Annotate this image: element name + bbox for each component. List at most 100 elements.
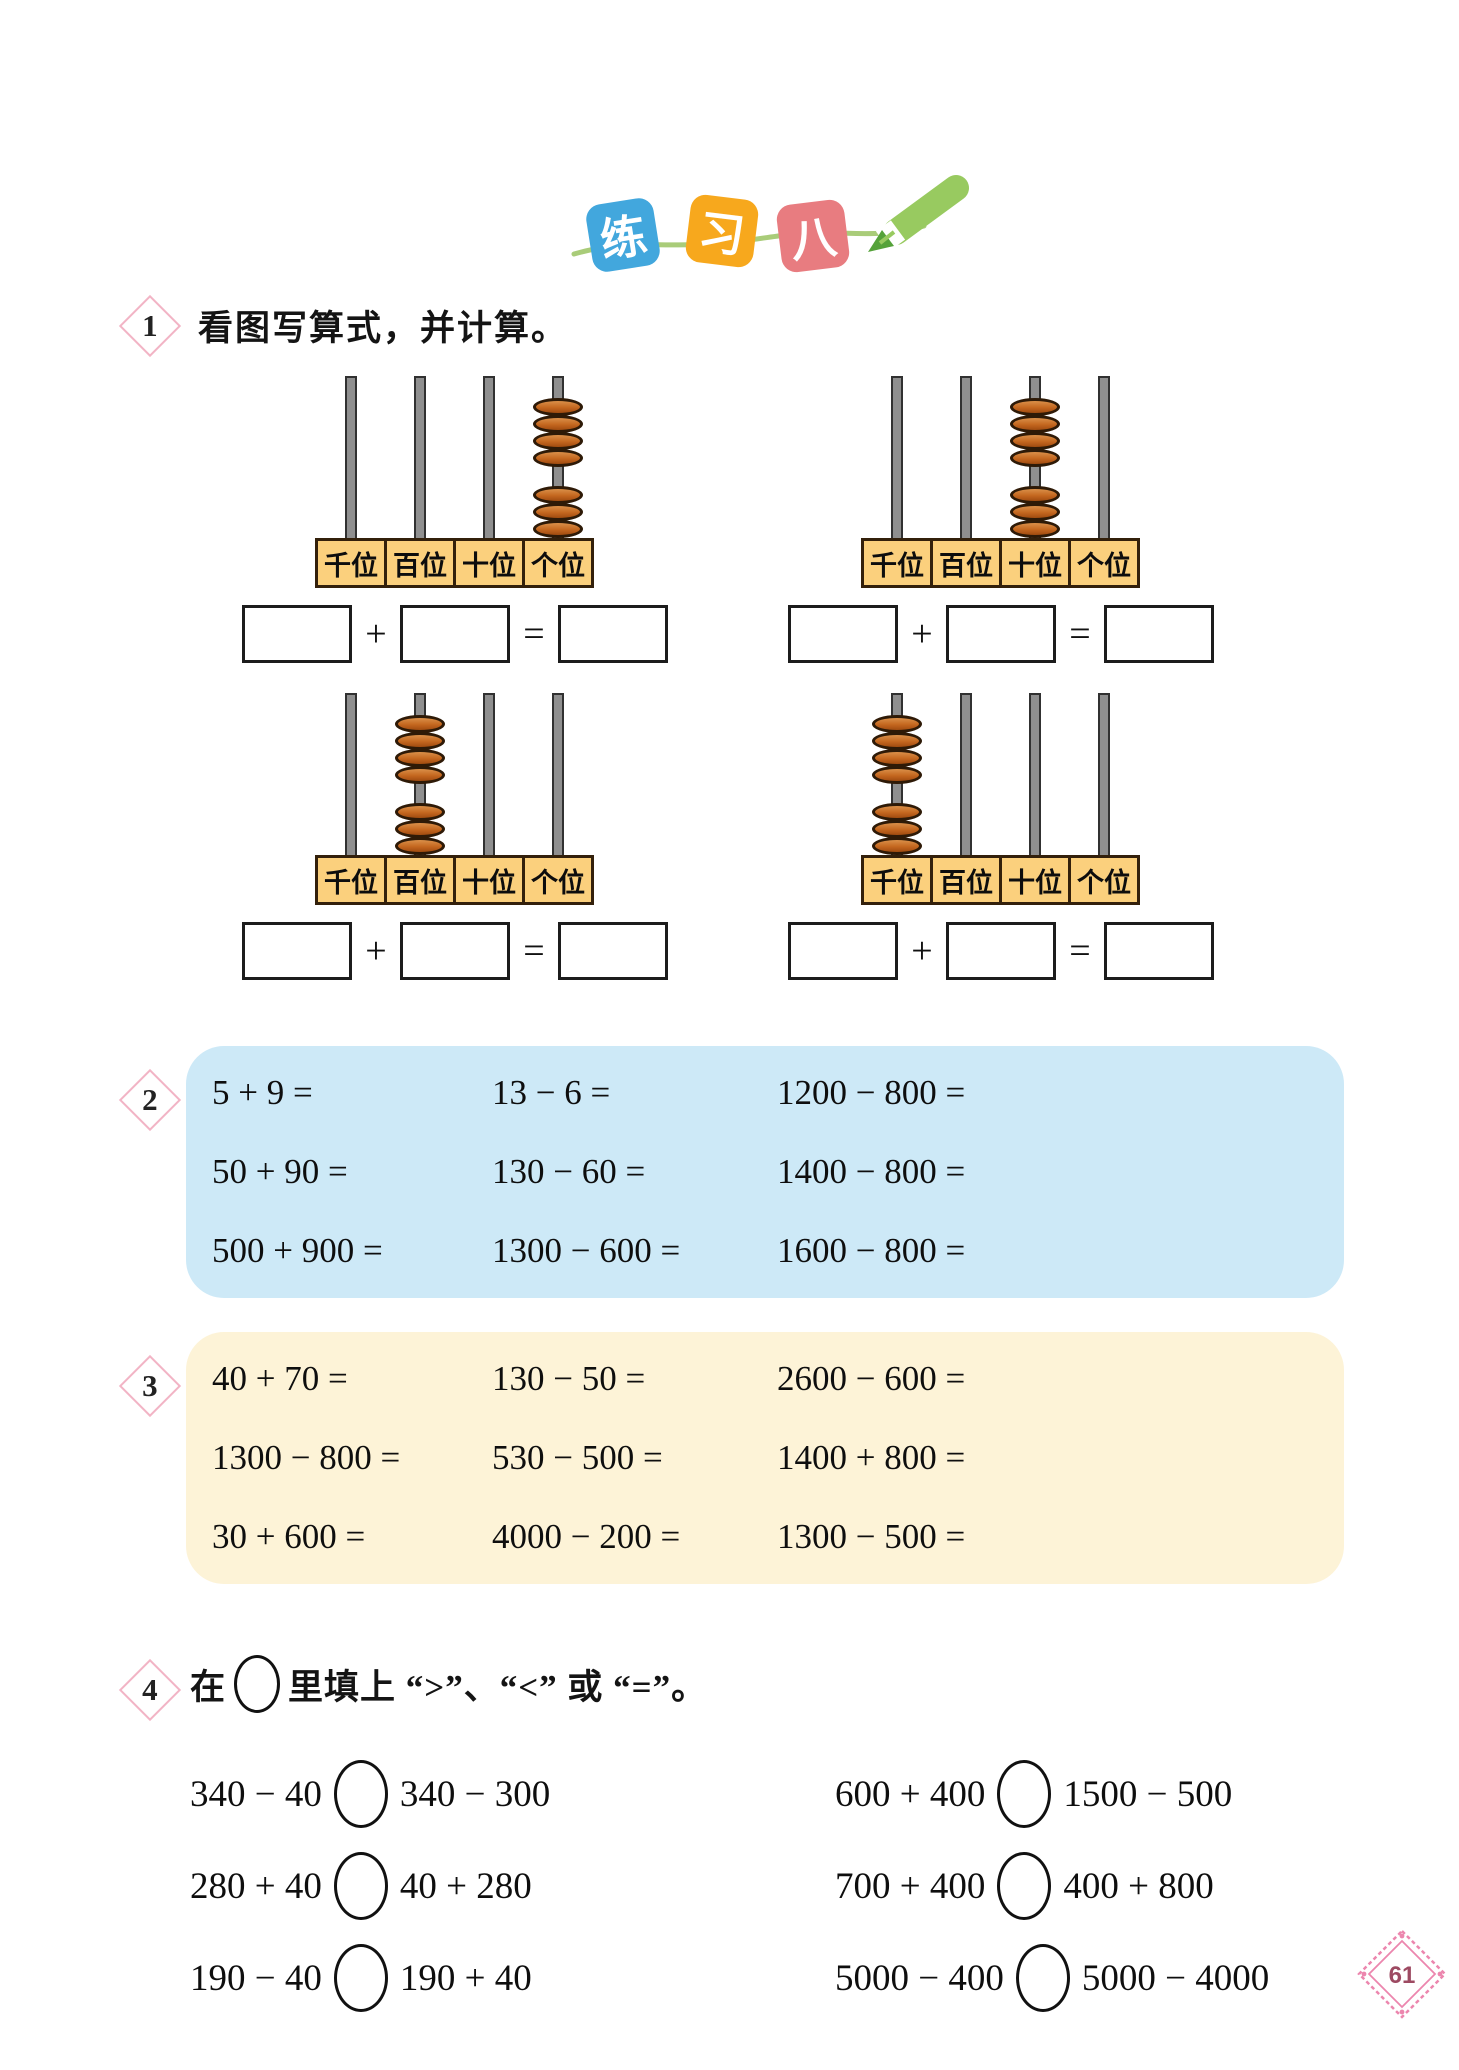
math-problem: 1200 − 800 =: [777, 1073, 966, 1113]
right-expression: 40 + 280: [399, 1865, 532, 1907]
answer-box[interactable]: [558, 605, 668, 663]
practice-header: 练 习 八: [0, 0, 1459, 300]
left-expression: 5000 − 400: [835, 1957, 1004, 1999]
abacus-bead: [395, 732, 445, 750]
abacus-rod: [345, 376, 357, 540]
abacus-bead: [533, 503, 583, 521]
abacus-bead: [1010, 398, 1060, 416]
plus-sign: +: [911, 930, 933, 972]
abacus-bead: [395, 749, 445, 767]
abacus-bead: [872, 749, 922, 767]
abacus-bead: [533, 432, 583, 450]
right-expression: 340 − 300: [399, 1773, 551, 1815]
abacus-rod: [1098, 376, 1110, 540]
abacus-bead: [872, 766, 922, 784]
q4-header: 4: [118, 1658, 182, 1722]
place-label-3: 个位: [1068, 538, 1140, 588]
q4-prompt: 在 里填上 “>”、“<” 或 “=”。: [190, 1655, 707, 1713]
answer-box[interactable]: [1104, 605, 1214, 663]
abacus-ones: 千位百位十位个位: [315, 376, 595, 588]
math-problem: 1600 − 800 =: [777, 1230, 966, 1270]
abacus-rod: [1029, 693, 1041, 857]
place-label-0: 千位: [315, 855, 387, 905]
math-problem: 4000 − 200 =: [492, 1516, 681, 1556]
math-problem: 1400 − 800 =: [777, 1151, 966, 1191]
answer-box[interactable]: [400, 605, 510, 663]
place-label-3: 个位: [522, 855, 594, 905]
title-badge-lian: 练: [584, 196, 662, 274]
answer-box[interactable]: [946, 922, 1056, 980]
answer-box[interactable]: [788, 605, 898, 663]
place-label-1: 百位: [930, 855, 1002, 905]
abacus-rod: [345, 693, 357, 857]
abacus-bead: [533, 486, 583, 504]
pencil-icon: [868, 175, 969, 252]
place-label-1: 百位: [384, 538, 456, 588]
title-char: 八: [787, 210, 840, 268]
place-label-0: 千位: [861, 855, 933, 905]
abacus-bead: [395, 820, 445, 838]
abacus-thousands: 千位百位十位个位: [861, 693, 1141, 905]
abacus-bead: [395, 766, 445, 784]
place-label-3: 个位: [1068, 855, 1140, 905]
right-expression: 190 + 40: [399, 1957, 532, 1999]
math-problem: 530 − 500 =: [492, 1437, 663, 1477]
comparison-circle[interactable]: [997, 1852, 1052, 1920]
answer-box[interactable]: [1104, 922, 1214, 980]
math-problem: 130 − 50 =: [492, 1359, 646, 1399]
q1-number: 1: [142, 307, 158, 343]
comparison-row: 280 + 40 40 + 280 700 + 400 400 + 800: [190, 1840, 1370, 1932]
comparison-circle[interactable]: [333, 1852, 388, 1920]
answer-box[interactable]: [242, 922, 352, 980]
comparison-circle[interactable]: [333, 1760, 388, 1828]
answer-box[interactable]: [242, 605, 352, 663]
comparison-item: 190 − 40 190 + 40: [190, 1944, 835, 2012]
math-problem: 1300 − 600 =: [492, 1230, 681, 1270]
abacus-rod: [960, 693, 972, 857]
abacus-bead: [395, 803, 445, 821]
comparison-item: 340 − 40 340 − 300: [190, 1760, 835, 1828]
answer-box[interactable]: [788, 922, 898, 980]
math-problem: 30 + 600 =: [212, 1516, 366, 1556]
abacus-rod: [1098, 693, 1110, 857]
comparison-circle[interactable]: [997, 1760, 1052, 1828]
abacus-rod: [891, 376, 903, 540]
abacus-bead: [533, 398, 583, 416]
abacus-tens: 千位百位十位个位: [861, 376, 1141, 588]
math-problem: 13 − 6 =: [492, 1073, 611, 1113]
abacus-rod: [483, 693, 495, 857]
answer-box[interactable]: [400, 922, 510, 980]
plus-sign: +: [365, 930, 387, 972]
abacus-bead: [533, 520, 583, 538]
comparison-circle[interactable]: [333, 1944, 388, 2012]
math-problem: 50 + 90 =: [212, 1151, 348, 1191]
comparison-item: 600 + 400 1500 − 500: [835, 1760, 1370, 1828]
q2-header: 2: [118, 1068, 182, 1132]
right-expression: 5000 − 4000: [1081, 1957, 1270, 1999]
abacus-bead: [533, 415, 583, 433]
abacus-rod: [483, 376, 495, 540]
q4-prompt-suffix: 里填上 “>”、“<” 或 “=”。: [288, 1667, 708, 1707]
place-label-2: 十位: [999, 538, 1071, 588]
abacus-bead: [872, 715, 922, 733]
math-problem: 1300 − 500 =: [777, 1516, 966, 1556]
math-problem: 500 + 900 =: [212, 1230, 383, 1270]
math-problem: 5 + 9 =: [212, 1073, 313, 1113]
answer-box[interactable]: [558, 922, 668, 980]
answer-box[interactable]: [946, 605, 1056, 663]
place-label-1: 百位: [384, 855, 456, 905]
abacus-bead: [872, 803, 922, 821]
title-char: 习: [695, 205, 748, 263]
left-expression: 280 + 40: [190, 1865, 322, 1907]
place-label-2: 十位: [453, 855, 525, 905]
comparison-circle[interactable]: [1015, 1944, 1070, 2012]
place-label-1: 百位: [930, 538, 1002, 588]
abacus-bead: [1010, 432, 1060, 450]
place-label-2: 十位: [999, 855, 1071, 905]
right-expression: 1500 − 500: [1063, 1773, 1233, 1815]
left-expression: 190 − 40: [190, 1957, 322, 1999]
left-expression: 600 + 400: [835, 1773, 986, 1815]
q1-prompt: 看图写算式，并计算。: [198, 309, 569, 348]
equals-sign: =: [523, 930, 545, 972]
